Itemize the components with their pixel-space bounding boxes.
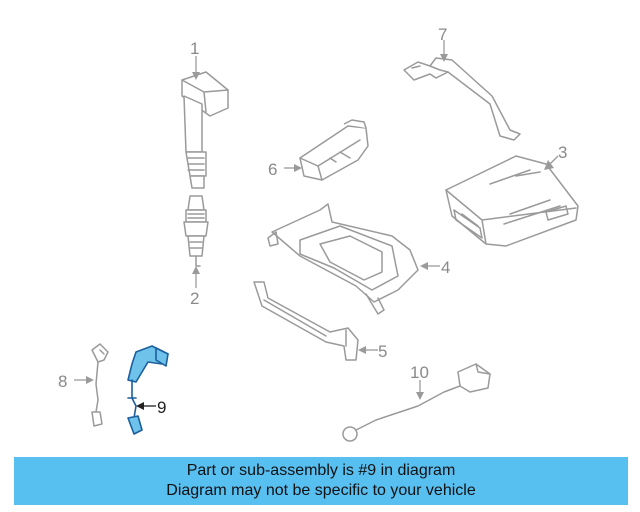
callout-1[interactable]: 1 [190, 39, 199, 58]
callout-7[interactable]: 7 [438, 25, 447, 44]
part-4-mounting-tray[interactable] [267, 203, 419, 315]
part-6-sensor-module[interactable] [299, 119, 369, 181]
callout-5[interactable]: 5 [378, 342, 387, 361]
part-9-sensor-highlighted[interactable] [127, 345, 169, 435]
callout-4[interactable]: 4 [441, 258, 450, 277]
callout-9[interactable]: 9 [157, 398, 166, 417]
callout-8[interactable]: 8 [58, 372, 67, 391]
callout-2[interactable]: 2 [190, 289, 199, 308]
info-banner: Part or sub-assembly is #9 in diagram Di… [14, 457, 628, 505]
part-3-control-module[interactable] [445, 155, 579, 247]
part-7-bracket[interactable] [403, 57, 521, 141]
banner-line-2: Diagram may not be specific to your vehi… [166, 482, 476, 499]
part-2-spark-plug[interactable] [183, 195, 209, 267]
parts-diagram: 1 2 7 6 3 [58, 25, 579, 442]
callout-10[interactable]: 10 [410, 363, 429, 382]
part-8-sensor[interactable] [91, 343, 109, 427]
callout-6[interactable]: 6 [268, 160, 277, 179]
part-1-ignition-coil[interactable] [181, 71, 229, 189]
part-5-support-bracket[interactable] [253, 281, 359, 361]
callout-3[interactable]: 3 [558, 143, 567, 162]
banner-line-1: Part or sub-assembly is #9 in diagram [186, 462, 456, 479]
part-10-knock-sensor[interactable] [342, 363, 491, 442]
